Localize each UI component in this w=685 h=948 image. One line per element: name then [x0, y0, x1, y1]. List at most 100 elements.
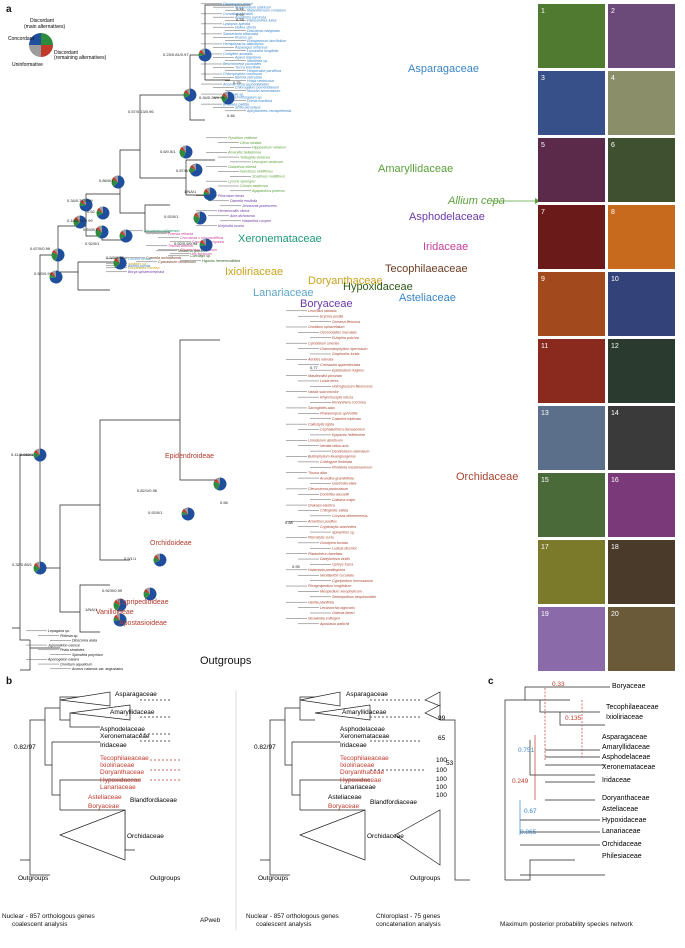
taxon-label: Aphyllanthes monspeliensis [246, 109, 292, 113]
support-label: 0.78 [236, 17, 245, 22]
node-pie [143, 587, 157, 601]
taxon-label: Neuwiedia zollingeri [308, 617, 340, 621]
support-label: 0.53/0/1 [83, 227, 98, 232]
taxon-label: Convallaria keiskei [223, 12, 253, 16]
node-pie [33, 448, 47, 462]
taxon-label: Cremastra appendiculata [320, 363, 360, 367]
support-label: 0.9/1/1 [124, 556, 137, 561]
photo-number: 19 [541, 611, 549, 618]
taxon-label: Eulophia pulchra [332, 336, 359, 340]
taxon-label: Cephalanthera damasonium [320, 428, 365, 432]
support-label: 0.87/0/1 [176, 168, 191, 173]
taxon-label: Lanaria lanata [128, 257, 151, 261]
taxon-label: Crinum asiaticum [240, 184, 268, 188]
taxon-label: Habenaria pantlingiana [308, 568, 345, 572]
panel-c [504, 686, 610, 881]
taxon-label: Luisia teres [320, 379, 339, 383]
photo-number: 15 [541, 477, 549, 484]
flower-photo: 2 [608, 4, 675, 68]
node-pie [213, 477, 227, 491]
taxon-label: Oeceoclades maculata [320, 331, 357, 335]
b-label-boryaceae-r: Boryaceae [328, 803, 359, 810]
taxon-label: Bulbophyllum kwangtungense [308, 455, 356, 459]
b-label-outgroups-1: Outgroups [18, 875, 49, 882]
node-pie [96, 206, 110, 220]
family-allium-cepa: Allium cepa [447, 195, 505, 207]
taxon-label: Galeola faberi [332, 611, 355, 615]
b-label-hypoxidaceae: Hypoxidaceae [100, 777, 142, 784]
taxon-label: Spirodela polyrhiza [72, 653, 103, 657]
b-label-asteliaceae-r: Asteliaceae [328, 794, 362, 801]
b-label-xeronemataceae-r: Xeronemataceae [340, 733, 390, 740]
family-ixioliriaceae: Ixioliriaceae [225, 266, 283, 278]
support-label: 0.5/0/0.99 [34, 271, 53, 276]
b-label-asparagaceae-r: Asparagaceae [346, 691, 388, 698]
taxon-label: Eriospermum lancifolium [247, 39, 286, 43]
taxon-label: Phalaenopsis aphrodite [320, 412, 358, 416]
c-inheritance: 0.865 [520, 829, 537, 836]
taxon-label: Beschorneria yuccoides [223, 62, 261, 66]
taxon-label: Goodyera fumata [320, 541, 348, 545]
taxon-label: Philesia sp. [60, 634, 78, 638]
taxon-label: Neottia nidus-avis [320, 444, 349, 448]
taxon-label: Maianthemum cordatum [247, 9, 286, 13]
family-amaryllidaceae: Amaryllidaceae [378, 163, 453, 175]
flower-photo: 8 [608, 205, 675, 269]
node-pie [111, 175, 125, 189]
taxon-label: Cryptostylis arachnites [320, 525, 356, 529]
b-caption-4a: Chloroplast - 75 genes [376, 913, 440, 920]
taxon-label: Johnsonia pubescens [241, 204, 277, 208]
b-label-tecophilaeaceae: Tecophilaeaceae [100, 755, 149, 762]
node-pie [113, 598, 127, 612]
b-label-xeronemataceae: Xeronemataceae [100, 733, 150, 740]
taxon-label: Agapanthus praecox [251, 189, 285, 193]
taxon-label: Muscari armeniacum [247, 89, 280, 93]
taxon-label: Yucca brevifolia [235, 66, 260, 70]
taxon-label: Freesia refracta [168, 232, 193, 236]
photo-number: 14 [611, 410, 619, 417]
b-caption-2: APweb [200, 917, 221, 924]
b-label-outgroups-r1: Outgroups [258, 875, 289, 882]
b-label-orchidaceae-r: Orchidaceae [367, 833, 404, 840]
panel-letter-a: a [6, 4, 12, 15]
taxon-label: Cordyline australis [223, 52, 253, 56]
taxon-label: Selenipedium aequinoctiale [332, 595, 376, 599]
b-label-doryanthaceae: Doryanthaceae [100, 769, 144, 776]
taxon-label: Spiranthes sp. [332, 530, 355, 534]
taxon-label: Epipactis helleborine [332, 433, 365, 437]
b-label-lanariaceae-r: Lanariaceae [340, 784, 376, 791]
taxon-label: Sarcoglottis alba [308, 406, 335, 410]
taxon-label: Phragmipedium longifolium [308, 584, 351, 588]
taxon-label: Ruscus sp. [235, 35, 253, 39]
support-label: 0.34/0.28/0.98 [199, 95, 225, 100]
b-label-boryaceae: Boryaceae [88, 803, 119, 810]
taxon-label: Dactylorhiza viridis [320, 557, 350, 561]
photo-number: 12 [611, 343, 619, 350]
legend-discordant-main: Discordant [30, 18, 55, 24]
flower-photo: 1 [538, 4, 605, 68]
photo-number: 7 [541, 209, 545, 216]
b-label-asteliaceae: Asteliaceae [88, 794, 122, 801]
family-xeronemataceae: Xeronemataceae [238, 233, 322, 245]
b-support-left: 0.82/97 [14, 744, 36, 751]
family-iridaceae: Iridaceae [423, 241, 468, 253]
node-pie [33, 561, 47, 575]
taxon-label: Hemiphylacus alatostylus [223, 42, 264, 46]
b-label-iridaceae-r: Iridaceae [340, 742, 367, 749]
photo-number: 10 [611, 276, 619, 283]
taxon-label: Arundina graminifolia [319, 476, 354, 480]
legend-uninformative: Uninformative [12, 62, 43, 68]
b-label-outgroups-2: Outgroups [150, 875, 181, 882]
support-label: 0.32/0.85/1 [12, 562, 33, 567]
taxon-label: Curculigo sp. [190, 254, 211, 258]
support-label: 1/NA/1 [85, 607, 98, 612]
taxon-label: Cleisostoma paniculatum [308, 487, 348, 491]
taxon-label: Aspidistra sarcicola [234, 15, 266, 19]
b-caption-3a: Nuclear - 857 orthologous genes [246, 913, 339, 920]
family-outgroups: Outgroups [200, 655, 252, 667]
photo-number: 20 [611, 611, 619, 618]
taxon-label: Kniphofia uvaria [218, 224, 244, 228]
flower-photo: 7 [538, 205, 605, 269]
b-label-amaryllidaceae-r: Amaryllidaceae [342, 709, 387, 716]
node-pie [79, 198, 93, 212]
